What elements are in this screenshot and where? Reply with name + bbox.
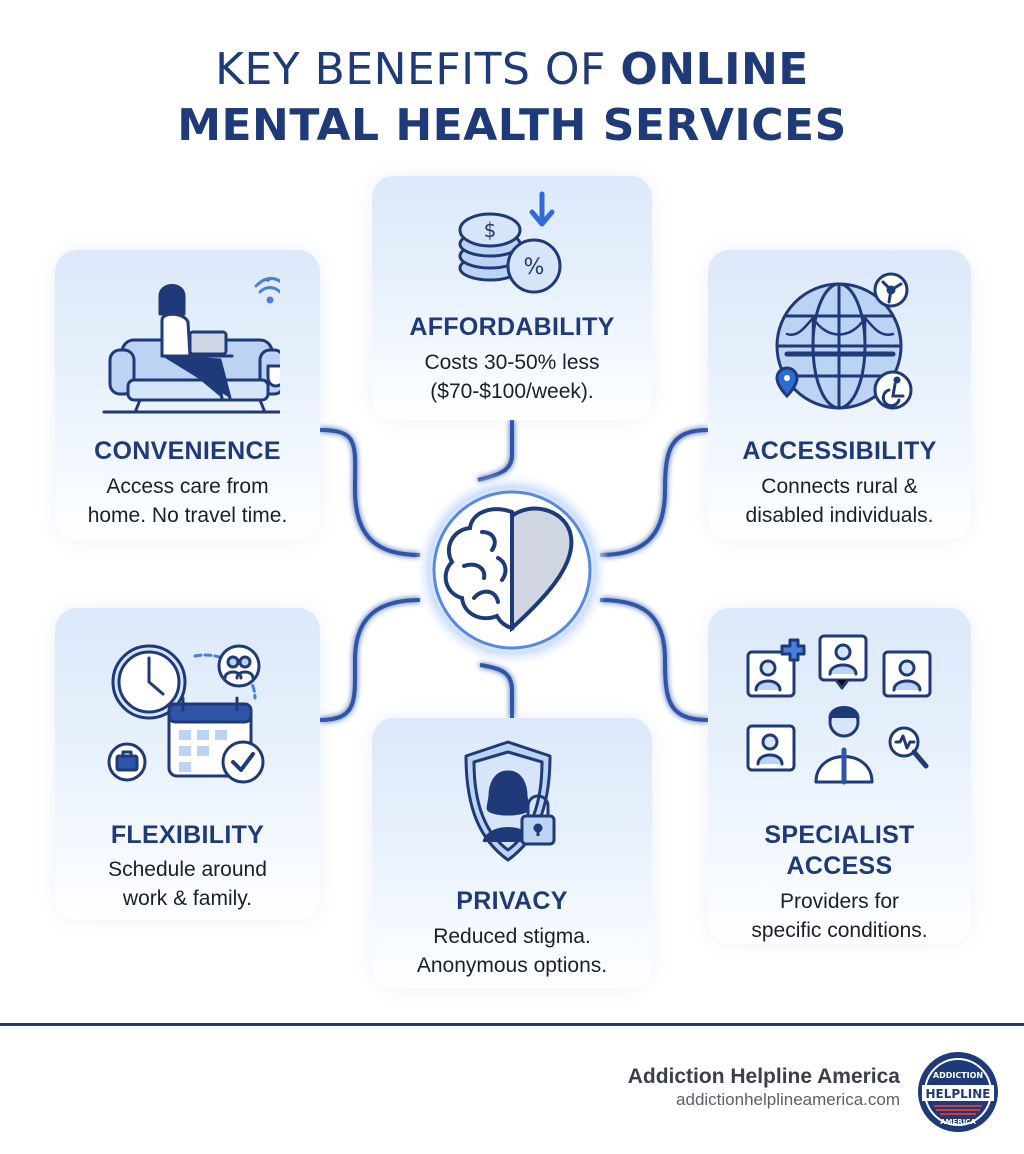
privacy-text-1: Reduced stigma. xyxy=(433,925,591,948)
brand-logo-badge: HELPLINE ADDICTION AMERICA xyxy=(918,1052,998,1132)
connector-flexibility xyxy=(319,598,421,722)
card-privacy: PRIVACY Reduced stigma. Anonymous option… xyxy=(372,718,652,988)
footer-divider xyxy=(0,1023,1024,1026)
svg-text:%: % xyxy=(524,255,545,280)
card-accessibility: ACCESSIBILITY Connects rural & disabled … xyxy=(708,250,971,540)
convenience-title: CONVENIENCE xyxy=(94,437,281,465)
connector-privacy xyxy=(479,663,514,718)
badge-text-mid: HELPLINE xyxy=(925,1087,990,1101)
card-specialist-access: SPECIALIST ACCESS Providers for specific… xyxy=(708,608,971,944)
specialist-title-2: ACCESS xyxy=(786,852,893,880)
card-convenience: CONVENIENCE Access care from home. No tr… xyxy=(55,250,320,540)
accessibility-text-1: Connects rural & xyxy=(761,475,918,498)
card-affordability: $ % AFFORDABILITY Costs 30-50% less ($70… xyxy=(372,176,652,420)
title-light: KEY BENEFITS OF xyxy=(215,44,621,95)
convenience-text-1: Access care from xyxy=(106,475,269,498)
flexibility-text-2: work & family. xyxy=(122,887,253,910)
clock-calendar-icon xyxy=(107,644,265,784)
badge-text-bottom: AMERICA xyxy=(940,1118,976,1126)
connector-accessibility xyxy=(599,428,709,557)
flexibility-text-1: Schedule around xyxy=(108,858,267,881)
connector-convenience xyxy=(319,428,421,557)
accessibility-title: ACCESSIBILITY xyxy=(742,437,937,465)
person-on-sofa-laptop-icon xyxy=(102,277,280,414)
privacy-title: PRIVACY xyxy=(456,887,568,915)
page-title: KEY BENEFITS OF ONLINE MENTAL HEALTH SER… xyxy=(0,42,1024,154)
flexibility-title: FLEXIBILITY xyxy=(110,821,265,849)
brain-heart-icon xyxy=(414,472,610,668)
specialist-text-1: Providers for xyxy=(779,890,900,913)
privacy-text-2: Anonymous options. xyxy=(416,954,608,977)
affordability-text-1: Costs 30-50% less xyxy=(424,351,600,374)
convenience-text-2: home. No travel time. xyxy=(87,504,288,527)
connector-specialist xyxy=(599,598,709,722)
card-flexibility: FLEXIBILITY Schedule around work & famil… xyxy=(55,608,320,920)
globe-bridge-icon xyxy=(775,272,913,410)
brand-url: addictionhelplineamerica.com xyxy=(676,1090,900,1109)
title-bold-2: MENTAL HEALTH SERVICES xyxy=(177,100,847,151)
shield-lock-icon xyxy=(464,740,556,862)
title-bold-1: ONLINE xyxy=(620,44,809,95)
specialist-text-2: specific conditions. xyxy=(751,919,928,942)
svg-text:$: $ xyxy=(484,218,497,242)
specialist-title-1: SPECIALIST xyxy=(764,821,915,849)
doctors-network-icon xyxy=(746,634,932,785)
brand-name: Addiction Helpline America xyxy=(627,1065,900,1088)
affordability-title: AFFORDABILITY xyxy=(409,313,615,341)
badge-text-top: ADDICTION xyxy=(933,1071,983,1080)
accessibility-text-2: disabled individuals. xyxy=(745,504,934,527)
affordability-text-2: ($70-$100/week). xyxy=(430,380,594,403)
coins-discount-icon: $ % xyxy=(458,191,562,294)
